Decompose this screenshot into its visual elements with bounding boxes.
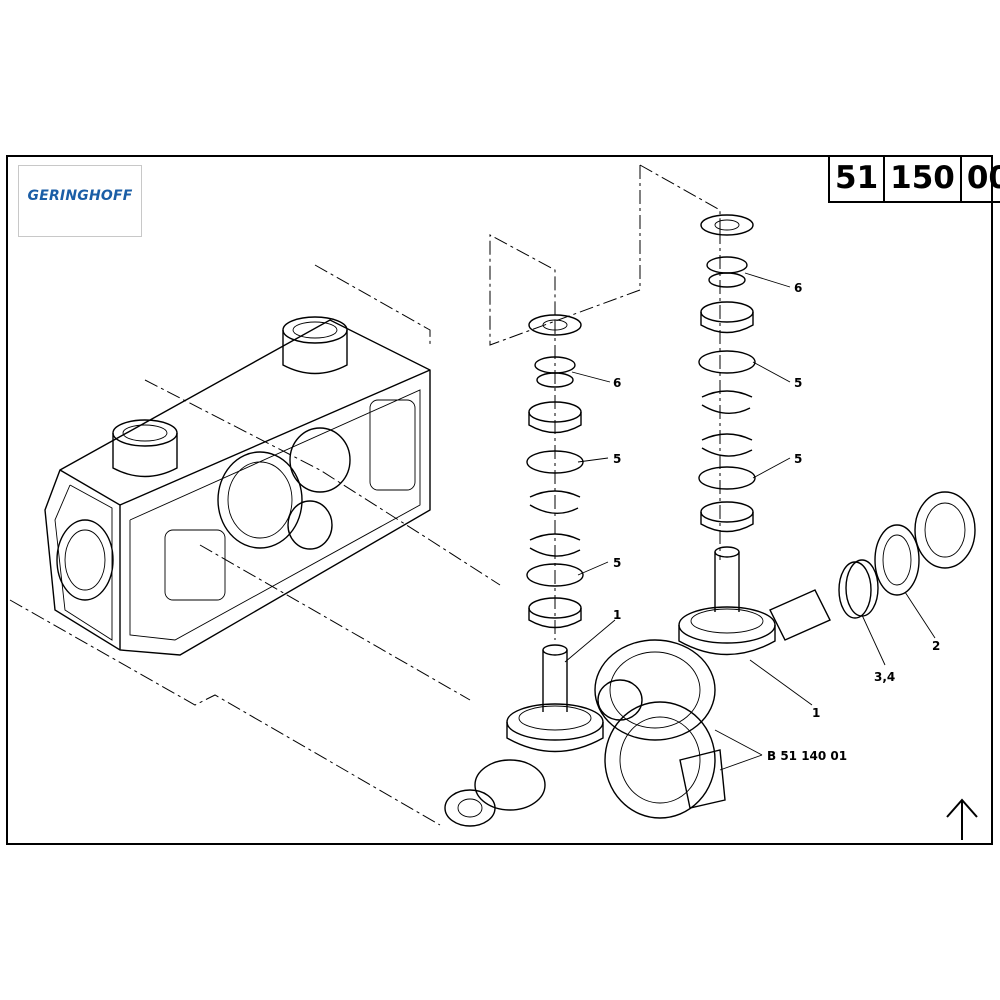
- drawing-frame: [6, 155, 993, 845]
- bevel-gears: [594, 639, 726, 819]
- callout-label: B 51 140 01: [767, 749, 847, 763]
- callout-label: 5: [794, 376, 802, 390]
- leader-lines: [564, 272, 936, 771]
- callout-label: 1: [812, 706, 820, 720]
- callout-label: 5: [613, 452, 621, 466]
- document-number-part: 150: [883, 155, 960, 201]
- left-shaft-stack: [444, 314, 604, 827]
- callout-label: 3,4: [874, 670, 895, 684]
- side-bearing-parts: [838, 491, 976, 619]
- gearbox-housing: [44, 316, 431, 656]
- company-logo: GERINGHOFF: [18, 165, 142, 237]
- up-arrow-icon: [946, 798, 978, 840]
- callout-label: 2: [932, 639, 940, 653]
- callout-label: 5: [613, 556, 621, 570]
- right-shaft-stack: [678, 214, 831, 656]
- callout-label: 5: [794, 452, 802, 466]
- document-number-part: 51: [835, 160, 879, 196]
- document-number-part: 00: [959, 155, 1000, 201]
- callout-label: 6: [794, 281, 802, 295]
- assembly-guide-lines: [9, 164, 721, 826]
- logo-text: GERINGHOFF: [27, 188, 133, 204]
- callout-label: 1: [613, 608, 621, 622]
- callout-label: 6: [613, 376, 621, 390]
- document-number: 51 150 00: [828, 155, 1000, 203]
